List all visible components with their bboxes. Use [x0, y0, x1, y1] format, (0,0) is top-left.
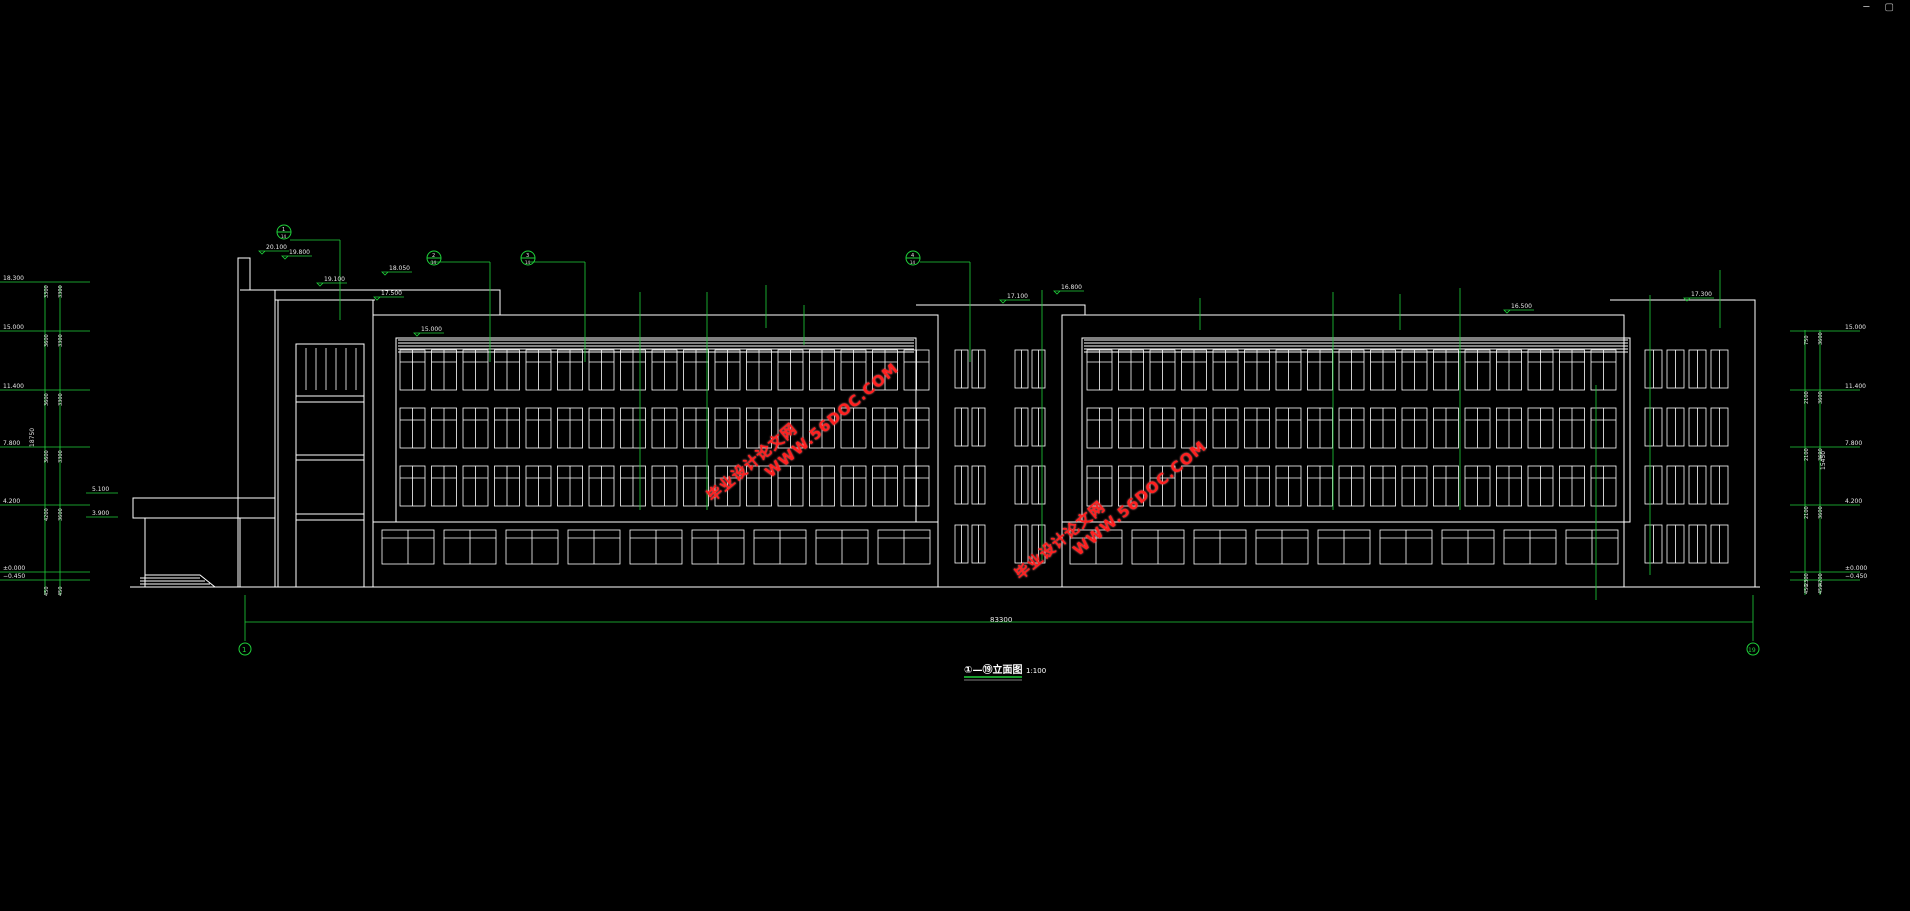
entrance-canopy	[132, 497, 276, 587]
axis-bubble-start: 1	[238, 642, 252, 656]
canopy-level-label: 3.900	[92, 510, 109, 517]
right-level-labels: 15.000 750 3600 11.400 2100 3600 7.800 2100 3600…	[1804, 324, 1867, 594]
callout-sheet: 14	[281, 234, 287, 239]
level-mark	[999, 299, 1030, 304]
callout-number: 2	[432, 253, 435, 259]
level-dim-left: 3600	[44, 393, 50, 406]
level-label-right: 11.400	[1845, 383, 1866, 390]
level-label-left: −0.450	[3, 573, 25, 580]
tower-top	[240, 289, 501, 587]
building-outline	[130, 257, 1760, 588]
level-mark	[413, 332, 444, 337]
level-mark	[281, 255, 312, 260]
roof-level-label: 15.000	[421, 326, 442, 333]
level-mark	[373, 296, 404, 301]
level-dim-right: 2100	[1804, 391, 1810, 404]
level-dim-right: 3600	[1818, 332, 1824, 345]
roof-level-label: 18.050	[389, 265, 410, 272]
level-dim-left: 4200	[44, 508, 50, 521]
callout-sheet: 14	[910, 260, 916, 265]
level-dim-left: 3300	[58, 285, 64, 298]
level-dim-left: 3600	[44, 450, 50, 463]
roof-level-label: 16.500	[1511, 303, 1532, 310]
level-mark	[381, 271, 412, 276]
entrance-steps	[140, 574, 216, 588]
roof-level-label: 17.100	[1007, 293, 1028, 300]
level-label-left: 15.000	[3, 324, 24, 331]
level-label-left: ±0.000	[3, 565, 25, 572]
block-b	[1061, 314, 1625, 588]
callout-number: 3	[526, 253, 529, 259]
level-dim-left: 3300	[58, 393, 64, 406]
level-dim-right: 2100	[1804, 448, 1810, 461]
level-label-left: 4.200	[3, 498, 20, 505]
level-dim-right: 450	[1818, 584, 1824, 594]
overall-dim-label: 83300	[990, 616, 1012, 624]
level-mark	[1683, 297, 1714, 302]
callout-number: 4	[911, 253, 914, 259]
window-controls-icon[interactable]: ─ ▢	[1863, 2, 1900, 13]
block-a-frame	[395, 337, 917, 523]
tower-glass	[295, 343, 365, 588]
level-dim-right: 450	[1804, 584, 1810, 594]
level-dim-left: 450	[58, 586, 64, 596]
level-label-right: 4.200	[1845, 498, 1862, 505]
level-dim-right: 3600	[1818, 506, 1824, 519]
roof-level-label: 16.800	[1061, 284, 1082, 291]
level-label-left: 18.300	[3, 275, 24, 282]
level-dim-left: 3300	[44, 285, 50, 298]
level-dim-left: 3600	[44, 334, 50, 347]
axis-end-label: 19	[1748, 647, 1756, 654]
level-mark	[316, 282, 347, 287]
axis-bubble-end: 19	[1746, 642, 1760, 656]
window-grid	[305, 348, 1729, 565]
level-label-right: ±0.000	[1845, 565, 1867, 572]
level-label-left: 11.400	[3, 383, 24, 390]
level-dim-right: 2300	[1804, 573, 1810, 586]
roof-level-label: 19.800	[289, 249, 310, 256]
tower-right	[1610, 299, 1756, 587]
roof-level-label: 17.300	[1691, 291, 1712, 298]
block-b-frame	[1081, 337, 1631, 523]
level-mark	[1053, 290, 1084, 295]
level-dim-right: 3600	[1818, 391, 1824, 404]
tower-wall	[277, 299, 374, 588]
canopy-level-label: 5.100	[92, 486, 109, 493]
level-dim-left: 3300	[58, 450, 64, 463]
roof-level-label: 19.100	[324, 276, 345, 283]
title-main: 立面图	[992, 663, 1022, 676]
tower-left	[237, 257, 276, 587]
level-dim-right: 3600	[1818, 448, 1824, 461]
level-label-right: 7.800	[1845, 440, 1862, 447]
level-label-right: 15.000	[1845, 324, 1866, 331]
level-dim-left: 3300	[58, 334, 64, 347]
level-dim-right: 4200	[1818, 573, 1824, 586]
overall-dimension: 83300	[990, 616, 1012, 624]
callout-sheet: 14	[525, 260, 531, 265]
roof-level-label: 17.500	[381, 290, 402, 297]
svg-text:①—⑲立面图: ①—⑲立面图	[964, 663, 1022, 676]
level-label-right: −0.450	[1845, 573, 1867, 580]
level-label-left: 7.800	[3, 440, 20, 447]
roof-level-label: 20.100	[266, 244, 287, 251]
level-mark	[258, 250, 289, 255]
level-mark	[1503, 309, 1534, 314]
axis-start-label: 1	[242, 646, 246, 654]
title-scale: 1:100	[1026, 667, 1046, 675]
dimension-lines	[0, 239, 1860, 641]
drawing-title: ①—⑲立面图 1:100	[964, 663, 1046, 681]
callout-number: 1	[282, 227, 285, 233]
level-dim-right: 2100	[1804, 506, 1810, 519]
title-prefix: ①—⑲	[964, 663, 992, 676]
level-dim-right: 750	[1804, 335, 1810, 345]
callout-sheet: 14	[431, 260, 437, 265]
left-total-dim: 18750	[29, 428, 36, 447]
left-level-labels: 18.300 3300 3300 15.000 3600 3300 11.400 3600 33…	[3, 275, 64, 596]
level-dim-left: 450	[44, 586, 50, 596]
level-dim-left: 3600	[58, 508, 64, 521]
right-total-dim: 15450	[1820, 451, 1827, 470]
